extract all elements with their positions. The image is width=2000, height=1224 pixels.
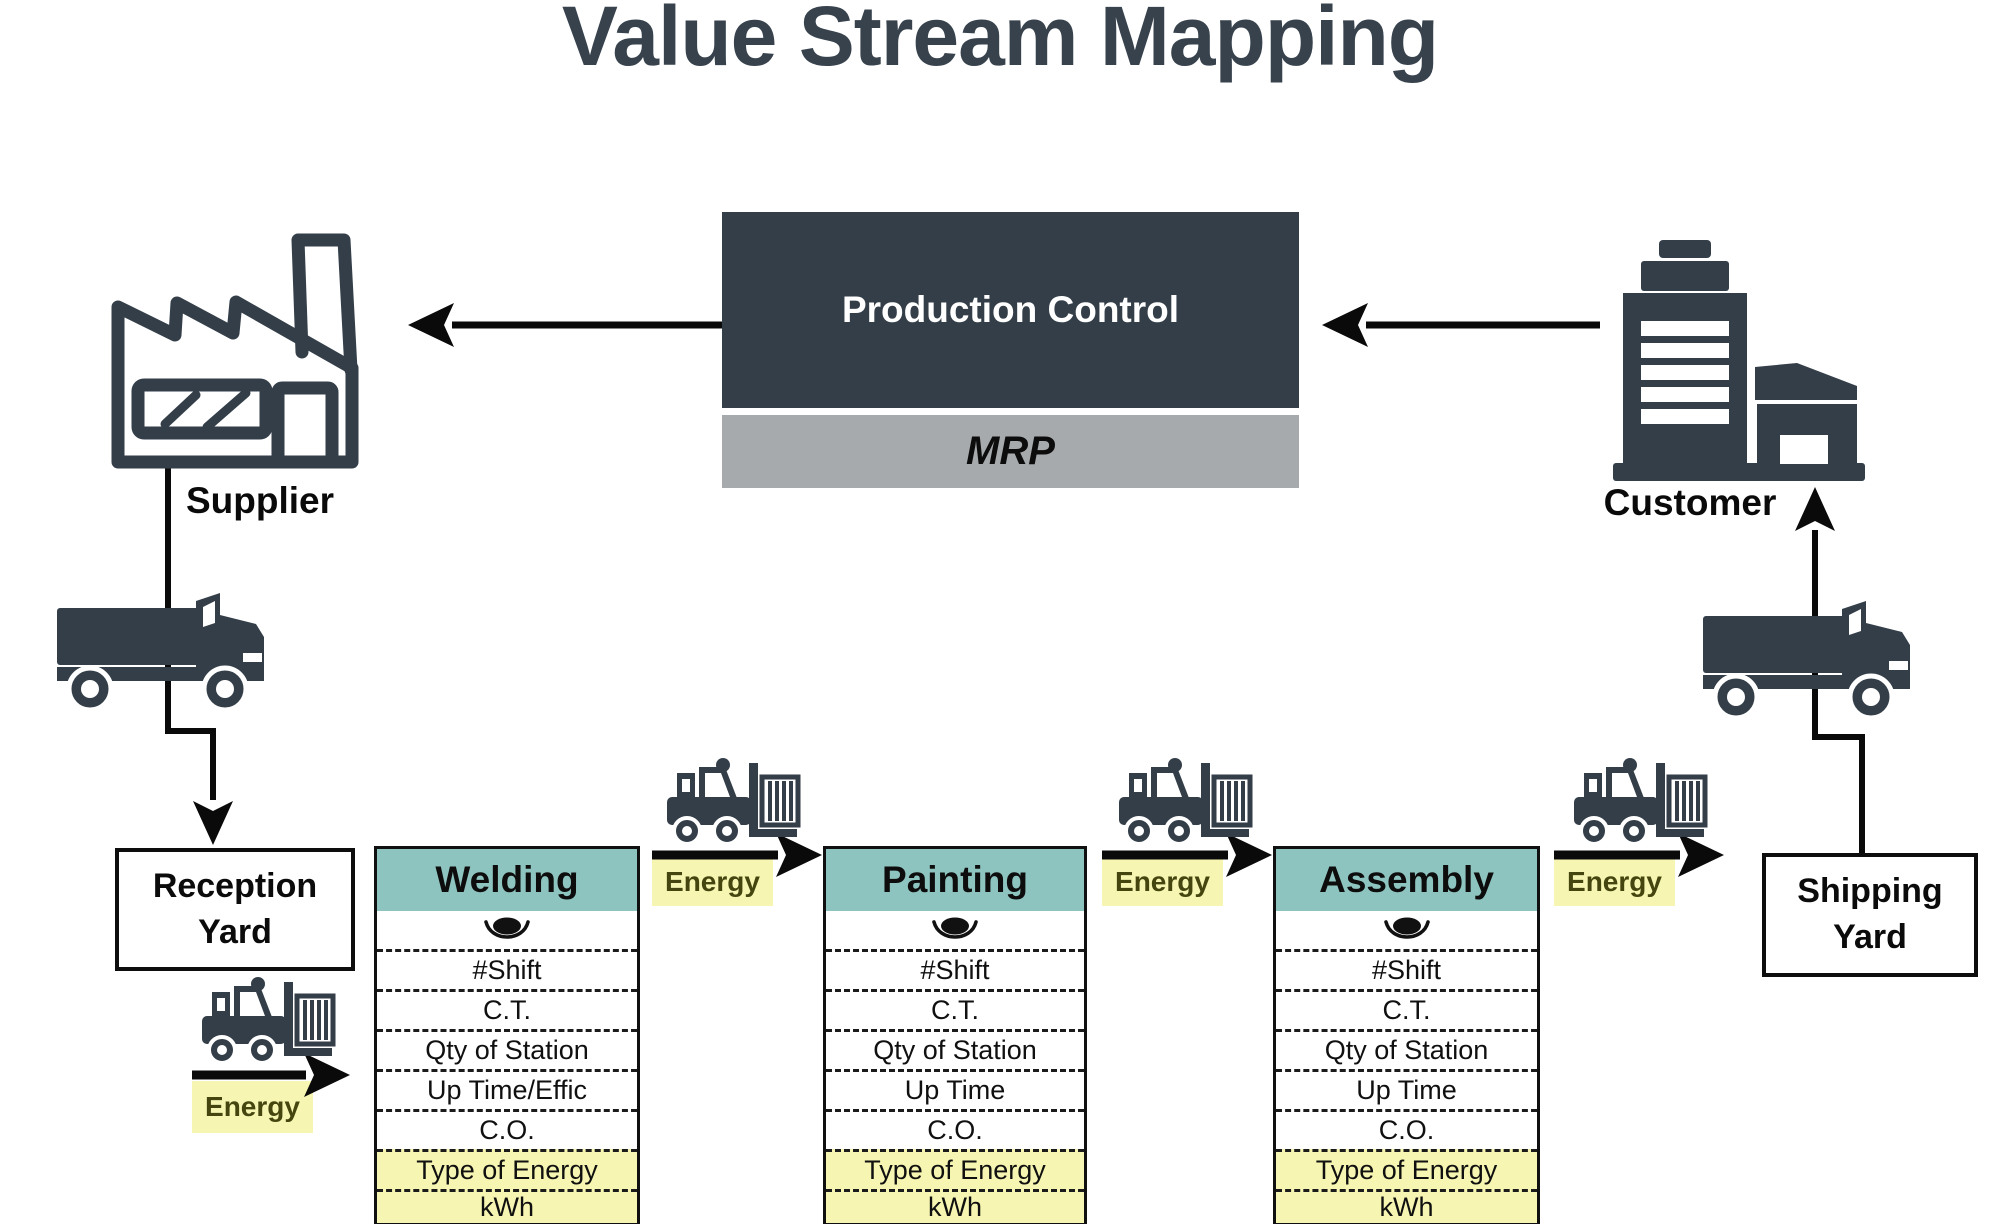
process-row: Up Time	[1276, 1069, 1537, 1109]
energy-tag-assembly-shipping: Energy	[1554, 857, 1675, 906]
reception-yard-label: Reception Yard	[152, 866, 318, 951]
process-row-kwh: kWh	[826, 1189, 1084, 1223]
supplier-label: Supplier	[185, 480, 335, 521]
process-row-energy-type: Type of Energy	[377, 1149, 637, 1189]
process-title: Painting	[826, 849, 1084, 911]
process-row: C.T.	[377, 989, 637, 1029]
page-title: Value Stream Mapping	[561, 0, 1439, 83]
process-row: C.T.	[826, 989, 1084, 1029]
forklift-icon-assembly-shipping	[1574, 758, 1705, 844]
supplier-to-reception-connector	[165, 466, 233, 845]
truck-icon-outbound	[1703, 601, 1910, 718]
process-row: #Shift	[377, 949, 637, 989]
process-row: C.T.	[1276, 989, 1537, 1029]
process-row-kwh: kWh	[377, 1189, 637, 1223]
process-row: Qty of Station	[1276, 1029, 1537, 1069]
forklift-icon-reception	[202, 977, 333, 1063]
energy-tag-welding-painting: Energy	[652, 857, 773, 906]
process-row-kwh: kWh	[1276, 1189, 1537, 1223]
process-row: C.O.	[826, 1109, 1084, 1149]
factory-icon	[111, 233, 359, 469]
shipping-to-customer-connector	[1795, 487, 1865, 853]
process-row: C.O.	[377, 1109, 637, 1149]
process-row: Up Time	[826, 1069, 1084, 1109]
process-row: #Shift	[826, 949, 1084, 989]
office-building-icon	[1613, 240, 1865, 481]
operator-eye-icon	[1276, 911, 1537, 949]
process-box-painting: Painting #Shift C.T. Qty of Station Up T…	[823, 846, 1087, 1224]
energy-tag-painting-assembly: Energy	[1102, 857, 1223, 906]
truck-icon-inbound	[57, 593, 264, 710]
process-row: Up Time/Effic	[377, 1069, 637, 1109]
process-row: Qty of Station	[826, 1029, 1084, 1069]
production-control-box: Production Control	[722, 212, 1299, 408]
shipping-yard-box: Shipping Yard	[1762, 853, 1978, 977]
operator-eye-icon	[377, 911, 637, 949]
production-control-label: Production Control	[841, 288, 1180, 330]
customer-label: Customer	[1603, 482, 1777, 523]
energy-tag-reception: Energy	[192, 1081, 313, 1133]
process-title: Assembly	[1276, 849, 1537, 911]
process-title: Welding	[377, 849, 637, 911]
process-row: Qty of Station	[377, 1029, 637, 1069]
forklift-icon-painting-assembly	[1119, 758, 1250, 844]
process-row-energy-type: Type of Energy	[1276, 1149, 1537, 1189]
process-row-energy-type: Type of Energy	[826, 1149, 1084, 1189]
mrp-bar: MRP	[722, 415, 1299, 488]
operator-eye-icon	[826, 911, 1084, 949]
process-box-welding: Welding #Shift C.T. Qty of Station Up Ti…	[374, 846, 640, 1224]
forklift-icon-welding-painting	[667, 758, 798, 844]
process-box-assembly: Assembly #Shift C.T. Qty of Station Up T…	[1273, 846, 1540, 1224]
shipping-yard-label: Shipping Yard	[1797, 872, 1943, 956]
reception-yard-box: Reception Yard	[115, 848, 355, 971]
customer-to-pc-arrow	[1322, 303, 1600, 347]
process-row: C.O.	[1276, 1109, 1537, 1149]
pc-to-supplier-arrow	[408, 303, 722, 347]
process-row: #Shift	[1276, 949, 1537, 989]
